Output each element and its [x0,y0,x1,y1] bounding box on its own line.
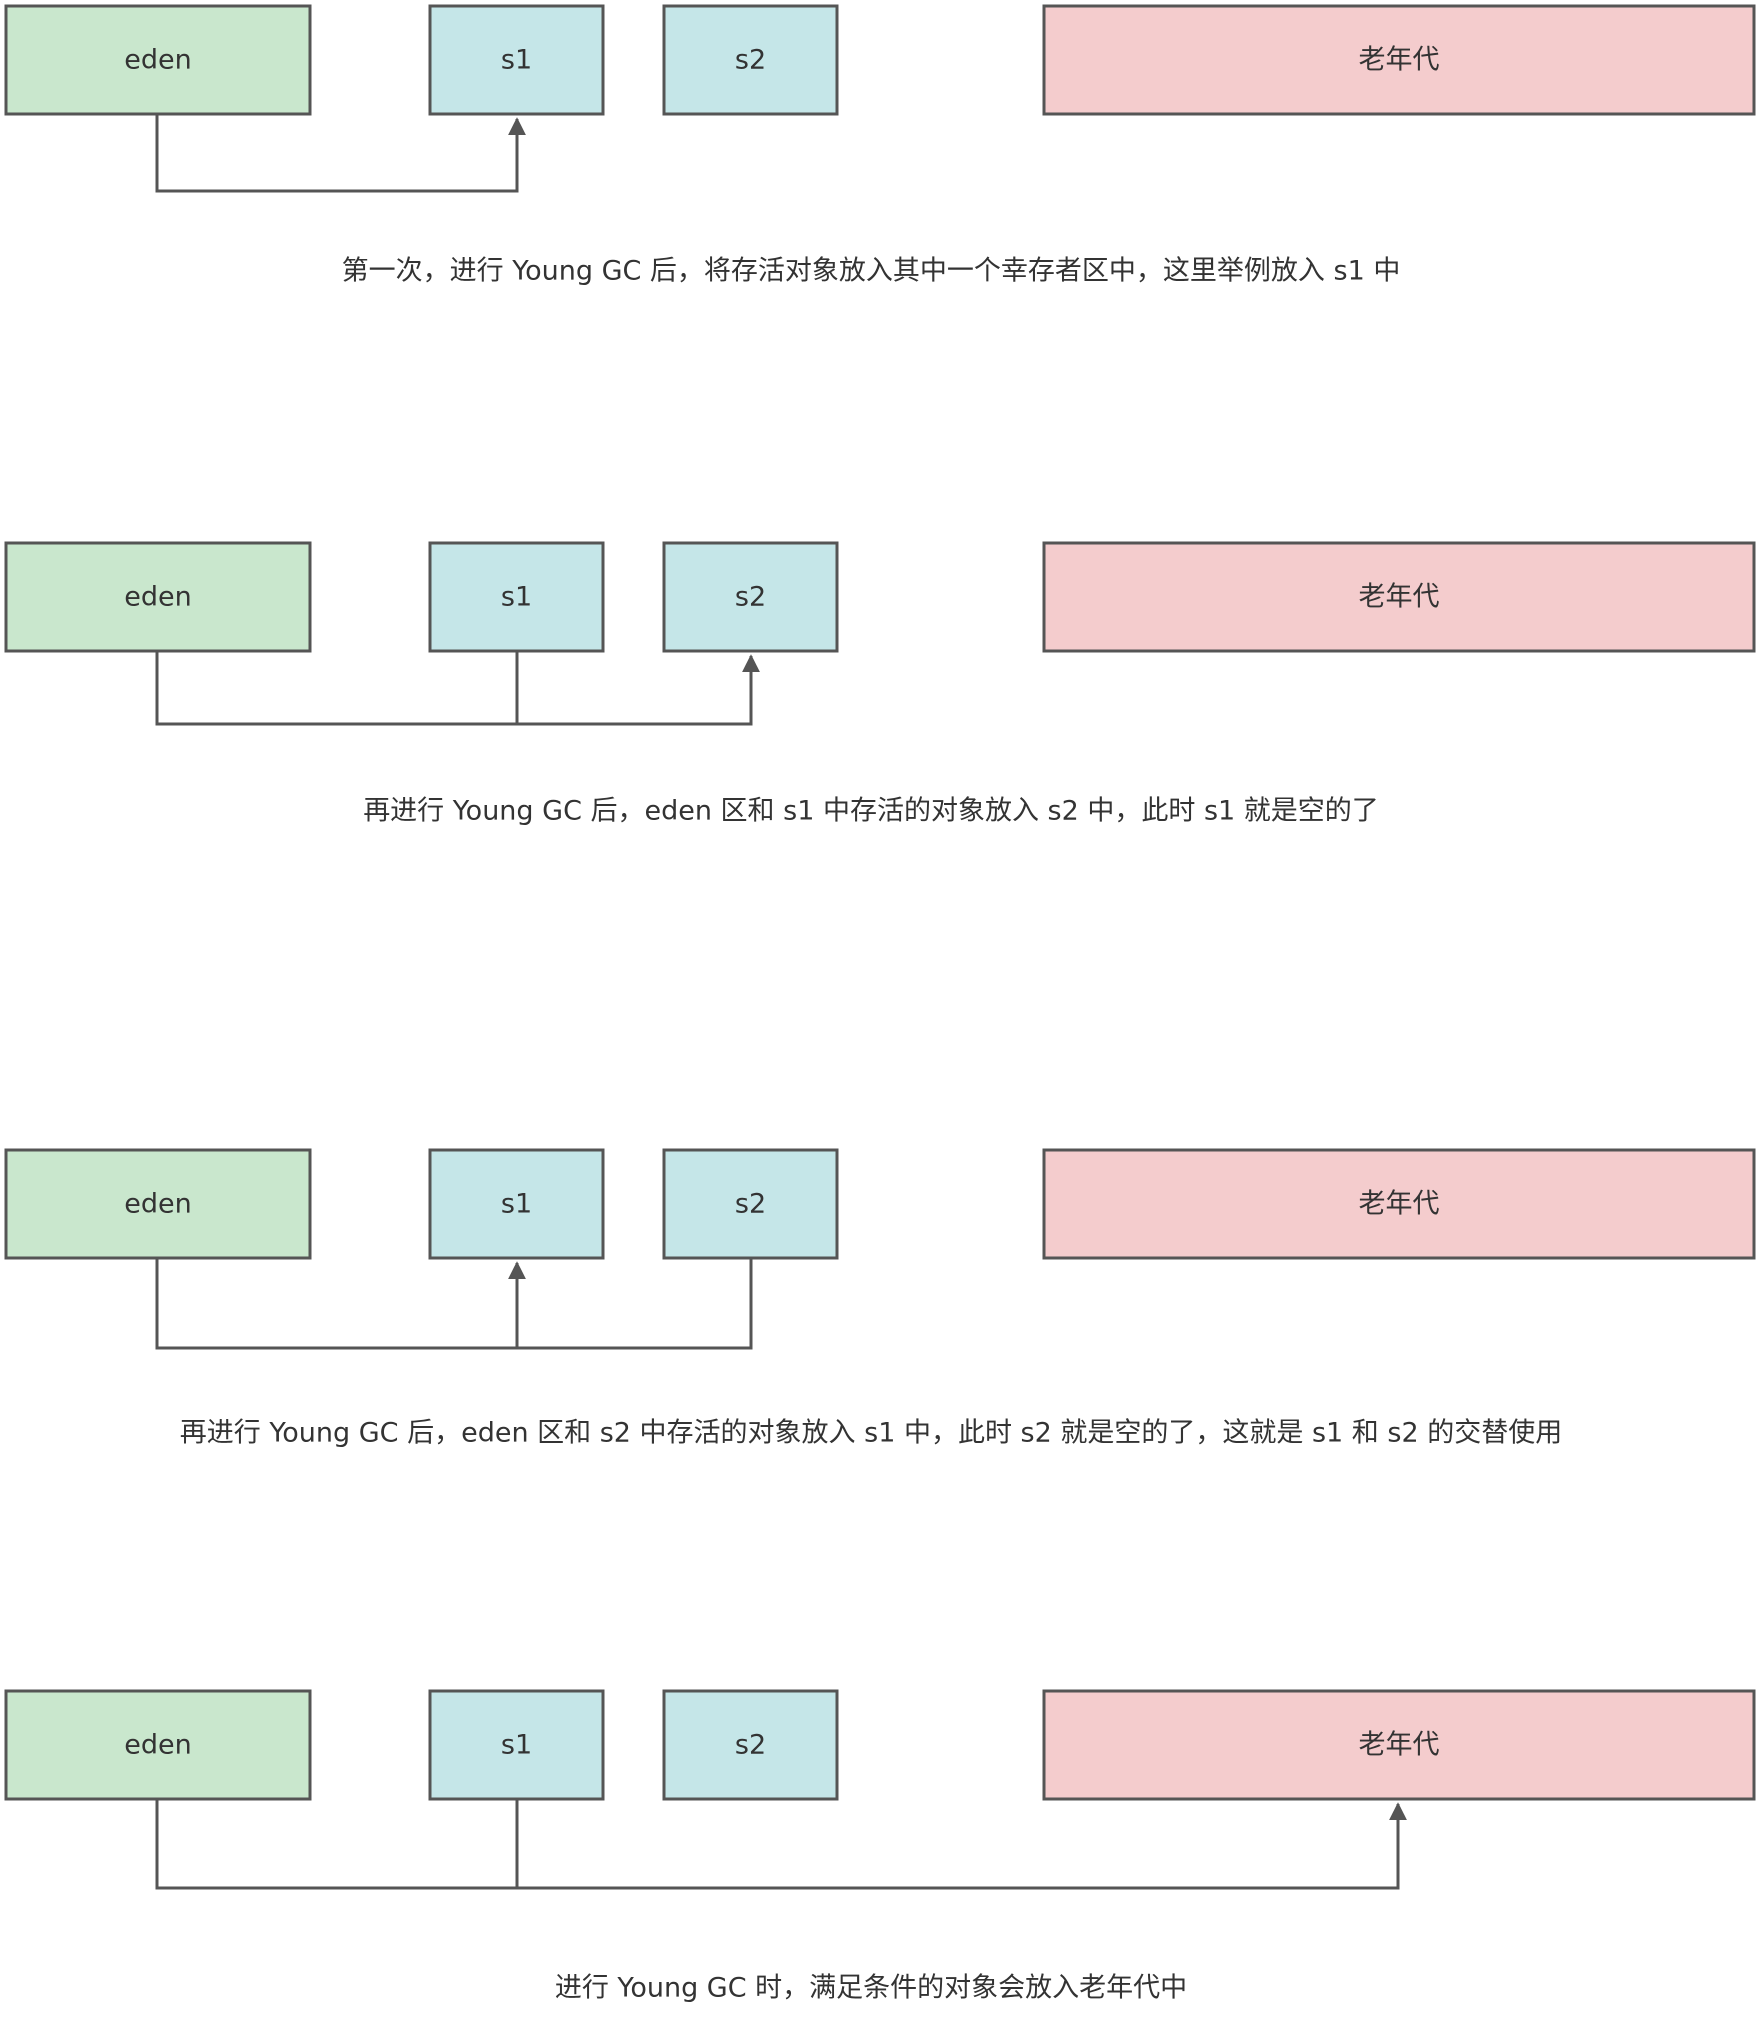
s2-label: s2 [735,1189,766,1220]
eden-label: eden [124,582,191,613]
s2-label: s2 [735,582,766,613]
old-label: 老年代 [1359,1189,1440,1220]
s2-box [662,1689,839,1801]
step-caption: 再进行 Young GC 后，eden 区和 s2 中存活的对象放入 s1 中，… [180,1418,1562,1449]
s1-label: s1 [501,45,532,76]
s1-label: s1 [501,1189,532,1220]
s1-box [428,1148,605,1260]
old-box [1042,541,1756,653]
s1-box [428,1689,605,1801]
s2-label: s2 [735,45,766,76]
old-box [1042,1148,1756,1260]
s1-label: s1 [501,582,532,613]
s1-box [428,541,605,653]
eden-label: eden [124,1189,191,1220]
s2-box [662,4,839,116]
step-caption: 进行 Young GC 时，满足条件的对象会放入老年代中 [555,1973,1187,2004]
s2-box [662,541,839,653]
eden-box [4,1689,312,1801]
eden-box [4,4,312,116]
eden-label: eden [124,1730,191,1761]
eden-label: eden [124,45,191,76]
old-box [1042,4,1756,116]
old-label: 老年代 [1359,45,1440,76]
s1-label: s1 [501,1730,532,1761]
s1-box [428,4,605,116]
s2-box [662,1148,839,1260]
step-caption: 再进行 Young GC 后，eden 区和 s1 中存活的对象放入 s2 中，… [363,796,1379,827]
eden-box [4,541,312,653]
old-label: 老年代 [1359,1730,1440,1761]
step-caption: 第一次，进行 Young GC 后，将存活对象放入其中一个幸存者区中，这里举例放… [342,256,1401,287]
eden-box [4,1148,312,1260]
old-box [1042,1689,1756,1801]
old-label: 老年代 [1359,582,1440,613]
s2-label: s2 [735,1730,766,1761]
